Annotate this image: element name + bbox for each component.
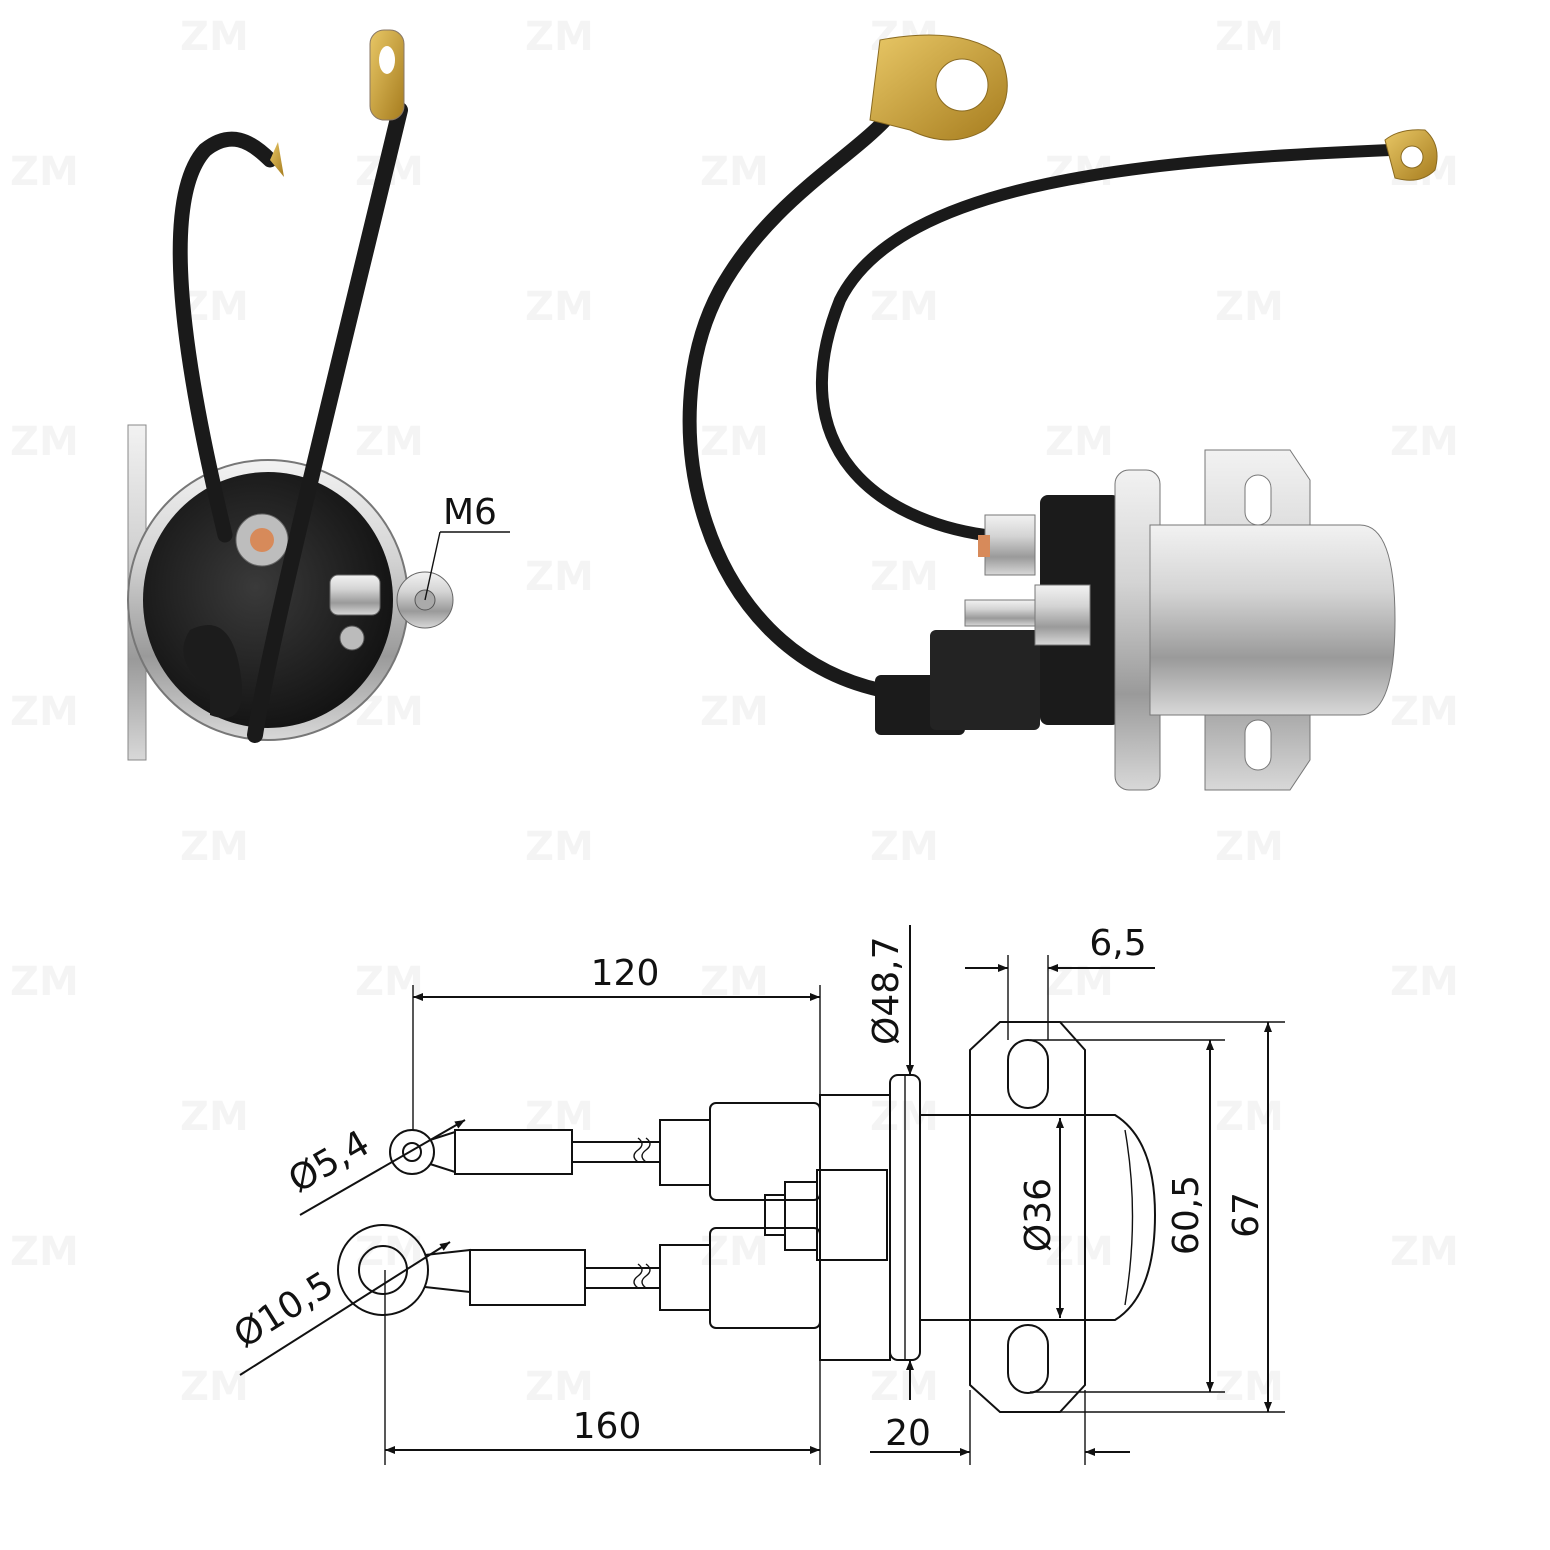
watermark-text: ZM	[1390, 959, 1459, 1005]
watermark-text: ZM	[870, 554, 939, 600]
watermark-text: ZM	[525, 14, 594, 60]
watermark-text: ZM	[1045, 419, 1114, 465]
watermark-text: ZM	[1215, 1094, 1284, 1140]
dim-20: 20	[885, 1413, 931, 1454]
dim-67: 67	[1226, 1192, 1267, 1238]
watermark-text: ZM	[10, 959, 79, 1005]
dim-6-5: 6,5	[1089, 923, 1146, 964]
dim-60-5: 60,5	[1166, 1175, 1207, 1255]
watermark-text: ZM	[1045, 959, 1114, 1005]
watermark-text: ZM	[870, 824, 939, 870]
m6-stud	[964, 599, 1046, 627]
solenoid-body	[1149, 524, 1396, 716]
dim-160: 160	[573, 1406, 642, 1447]
watermark-text: ZM	[1390, 689, 1459, 735]
watermark-text: ZM	[10, 149, 79, 195]
leader-line	[424, 531, 441, 601]
cable-long	[247, 102, 408, 743]
large-lug-outline	[337, 1224, 429, 1316]
watermark-text: ZM	[1390, 1229, 1459, 1275]
dim-line-10-5	[239, 1241, 451, 1376]
watermark-text: ZM	[700, 959, 769, 1005]
connector-upper	[709, 1102, 821, 1201]
copper-terminal	[250, 528, 274, 552]
watermark-text: ZM	[1215, 14, 1284, 60]
watermark-text: ZM	[180, 1364, 249, 1410]
watermark-text: ZM	[525, 1094, 594, 1140]
watermark-text: ZM	[1215, 284, 1284, 330]
watermark-text: ZM	[525, 284, 594, 330]
watermark-text: ZM	[870, 284, 939, 330]
watermark-text: ZM	[525, 554, 594, 600]
watermark-text: ZM	[700, 689, 769, 735]
watermark-text: ZM	[870, 1364, 939, 1410]
watermark-pattern: ZM ZM ZM ZM ZM ZM ZM ZM ZM ZM ZM ZM ZM ZM ZM ZM ZM ZM ZM ZM…	[10, 14, 1459, 1410]
end-view-photo: M6	[127, 29, 510, 761]
dim-line-5-4	[299, 1119, 466, 1216]
m6-label: M6	[443, 492, 497, 533]
watermark-text: ZM	[180, 14, 249, 60]
dim-36: Ø36	[1018, 1178, 1059, 1252]
dim-10-5: Ø10,5	[227, 1264, 341, 1356]
dim-48-7: Ø48,7	[866, 937, 907, 1046]
watermark-text: ZM	[10, 689, 79, 735]
cable-sleeve	[454, 1129, 573, 1175]
watermark-text: ZM	[525, 824, 594, 870]
watermark-text: ZM	[1215, 1364, 1284, 1410]
watermark-text: ZM	[525, 1364, 594, 1410]
body-outline	[920, 1114, 1157, 1321]
cable-large-lug	[682, 108, 897, 697]
small-lug-outline	[389, 1129, 435, 1175]
cable-sleeve	[469, 1249, 586, 1306]
ring-lug	[369, 29, 405, 121]
watermark-text: ZM	[10, 419, 79, 465]
watermark-text: ZM	[180, 824, 249, 870]
watermark-text: ZM	[700, 419, 769, 465]
cable-small-lug	[815, 144, 1396, 541]
cable-short	[172, 131, 278, 543]
watermark-text: ZM	[180, 1094, 249, 1140]
watermark-text: ZM	[1215, 824, 1284, 870]
dim-5-4: Ø5,4	[282, 1123, 377, 1201]
side-view-photo	[682, 34, 1438, 791]
watermark-text: ZM	[700, 1229, 769, 1275]
watermark-text: ZM	[10, 1229, 79, 1275]
watermark-text: ZM	[1390, 419, 1459, 465]
dim-120: 120	[591, 953, 660, 994]
watermark-text: ZM	[700, 149, 769, 195]
watermark-text: ZM	[355, 419, 424, 465]
